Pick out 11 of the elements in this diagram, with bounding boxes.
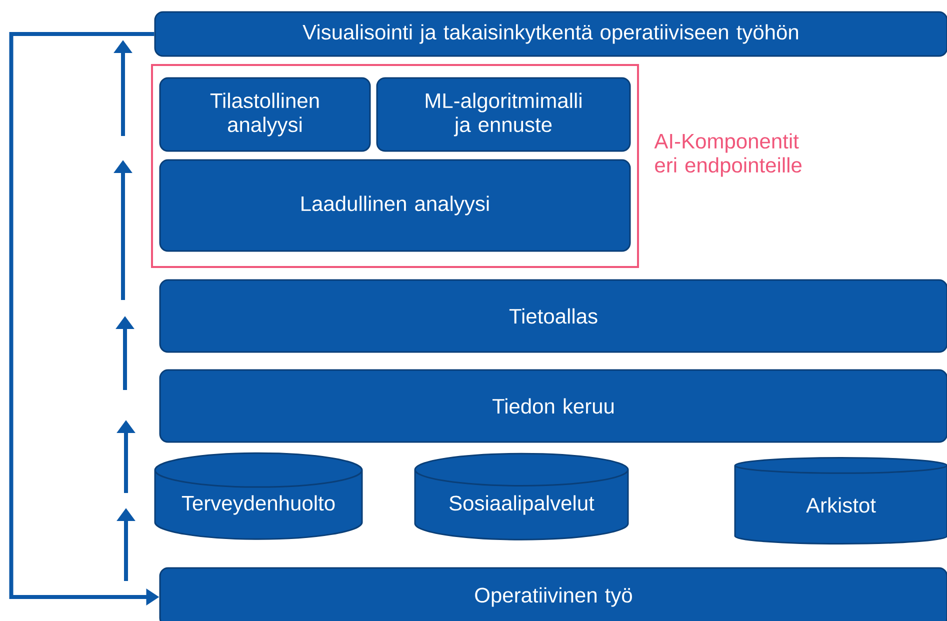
group-heading: AI-Komponentit eri endpointeille xyxy=(654,133,802,177)
layer-box: Tietoallas xyxy=(159,279,947,353)
database-cylinder: Terveydenhuolto xyxy=(154,452,363,540)
database-cylinder: Sosiaalipalvelut xyxy=(414,452,629,540)
layer-box: Operatiivinen työ xyxy=(159,567,947,621)
component-box: ML-algoritmimalli ja ennuste xyxy=(376,77,631,152)
database-cylinder: Arkistot xyxy=(734,457,947,545)
component-box: Tilastollinen analyysi xyxy=(159,77,371,152)
layer-box: Visualisointi ja takaisinkytkentä operatiiviseen työhön xyxy=(154,11,947,57)
layer-box: Tiedon keruu xyxy=(159,369,947,443)
component-box: Laadullinen analyysi xyxy=(159,159,631,252)
